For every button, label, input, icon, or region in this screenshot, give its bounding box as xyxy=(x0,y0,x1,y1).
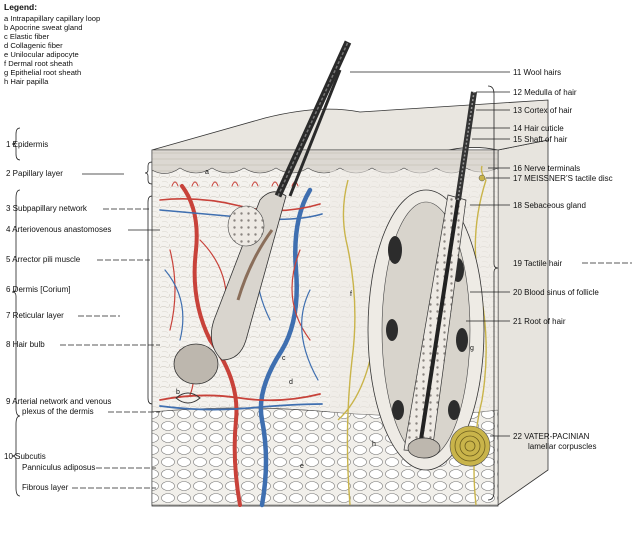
legend-item: a Intrapapillary capillary loop xyxy=(4,14,100,23)
legend-item: d Collagenic fiber xyxy=(4,41,63,50)
legend-title: Legend: xyxy=(4,2,37,12)
letter-a: a xyxy=(205,169,209,176)
diagram-letter-markers: a b c d e f g h xyxy=(176,169,474,470)
label-meissner-tactile-disc: 17 MEISSNER’S tactile disc xyxy=(513,174,613,183)
label-cortex-of-hair: 13 Cortex of hair xyxy=(513,106,572,115)
label-hair-cuticle: 14 Hair cuticle xyxy=(513,124,564,133)
label-medulla-of-hair: 12 Medulla of hair xyxy=(513,88,577,97)
legend-item: e Unilocular adipocyte xyxy=(4,50,79,59)
artery-branch xyxy=(159,198,321,212)
letter-c: c xyxy=(282,355,286,362)
letter-h: h xyxy=(372,441,376,448)
letter-e: e xyxy=(300,463,304,470)
label-epidermis: 1 Epidermis xyxy=(6,140,48,149)
hair-bulb xyxy=(173,343,219,385)
letter-f: f xyxy=(350,291,352,298)
legend-item: h Hair papilla xyxy=(4,77,49,86)
vein xyxy=(258,187,313,508)
legend-item: b Apocrine sweat gland xyxy=(4,23,83,32)
left-leader-lines xyxy=(60,173,160,489)
bracket-papillary xyxy=(144,161,153,185)
sinus-space xyxy=(456,328,468,352)
sinus-space xyxy=(386,319,398,341)
right-labels: 11 Wool hairs 12 Medulla of hair 13 Cort… xyxy=(513,68,613,451)
label-reticular-layer: 7 Reticular layer xyxy=(6,311,64,320)
bracket-tactile-hair xyxy=(487,85,499,501)
label-papillary-layer: 2 Papillary layer xyxy=(6,169,63,178)
label-nerve-terminals: 16 Nerve terminals xyxy=(513,164,580,173)
capillary-loop xyxy=(171,181,299,187)
label-lamellar-corpuscles: lamellar corpuscles xyxy=(528,442,596,451)
meissner-tactile-disc xyxy=(478,174,486,182)
sinus-space xyxy=(392,400,404,420)
tactile-hair xyxy=(367,91,485,471)
arrector-pili-muscle xyxy=(236,229,274,301)
vater-pacinian-corpuscle xyxy=(449,425,491,467)
label-subpapillary-network: 3 Subpapillary network xyxy=(6,204,88,213)
wool-hair-shaft xyxy=(288,69,342,197)
left-labels: 1 Epidermis 2 Papillary layer 3 Subpapil… xyxy=(4,140,111,492)
label-tactile-hair: 19 Tactile hair xyxy=(513,259,563,268)
letter-g: g xyxy=(470,345,474,352)
sinus-space xyxy=(448,400,460,420)
label-arterial-network: 9 Arterial network and venous xyxy=(6,397,111,406)
legend: Legend: a Intrapapillary capillary loop … xyxy=(4,2,100,86)
label-wool-hairs: 11 Wool hairs xyxy=(513,68,561,77)
label-arteriovenous-anastomoses: 4 Arteriovenous anastomoses xyxy=(6,225,111,234)
label-vater-pacinian: 22 VATER-PACINIAN xyxy=(513,432,590,441)
label-subcutis: 10 Subcutis xyxy=(4,452,46,461)
label-arrector-pili-muscle: 5 Arrector pili muscle xyxy=(6,255,81,264)
bracket-subcutis xyxy=(11,415,21,497)
bracket-epidermis xyxy=(11,127,21,161)
legend-item: g Epithelial root sheath xyxy=(4,68,81,77)
letter-d: d xyxy=(289,379,293,386)
label-fibrous-layer: Fibrous layer xyxy=(22,483,69,492)
label-root-of-hair: 21 Root of hair xyxy=(513,317,566,326)
label-blood-sinus-of-follicle: 20 Blood sinus of follicle xyxy=(513,288,599,297)
artery xyxy=(180,184,242,507)
tactile-hair-shaft xyxy=(418,199,460,447)
wool-hair-shaft-texture xyxy=(277,41,349,197)
letter-b: b xyxy=(176,389,180,396)
bracket-dermis xyxy=(11,189,21,417)
bracket-reticular xyxy=(147,195,153,405)
artery-branch xyxy=(169,239,311,396)
label-sebaceous-gland: 18 Sebaceous gland xyxy=(513,201,586,210)
hair-papilla xyxy=(407,437,441,459)
label-panniculus-adiposus: Panniculus adiposus xyxy=(22,463,95,472)
artery-branch xyxy=(159,393,321,402)
sebaceous-gland xyxy=(227,205,265,247)
label-shaft-of-hair: 15 Shaft of hair xyxy=(513,135,568,144)
blood-vessels xyxy=(159,181,323,508)
label-hair-bulb: 8 Hair bulb xyxy=(6,340,45,349)
legend-item: f Dermal root sheath xyxy=(4,59,73,68)
label-arterial-network-line2: plexus of the dermis xyxy=(22,407,94,416)
left-brackets xyxy=(11,127,153,497)
label-dermis: 6 Dermis [Corium] xyxy=(6,285,70,294)
sinus-space xyxy=(388,236,402,264)
tactile-hair-shaft-emerging xyxy=(455,91,477,201)
nerve-fiber xyxy=(342,179,356,506)
legend-item: c Elastic fiber xyxy=(4,32,50,41)
apocrine-sweat-gland xyxy=(175,392,201,404)
wool-hair xyxy=(173,40,352,404)
wool-hair-follicle xyxy=(210,191,287,361)
right-leader-lines xyxy=(350,71,632,437)
vein-branch xyxy=(159,403,323,411)
